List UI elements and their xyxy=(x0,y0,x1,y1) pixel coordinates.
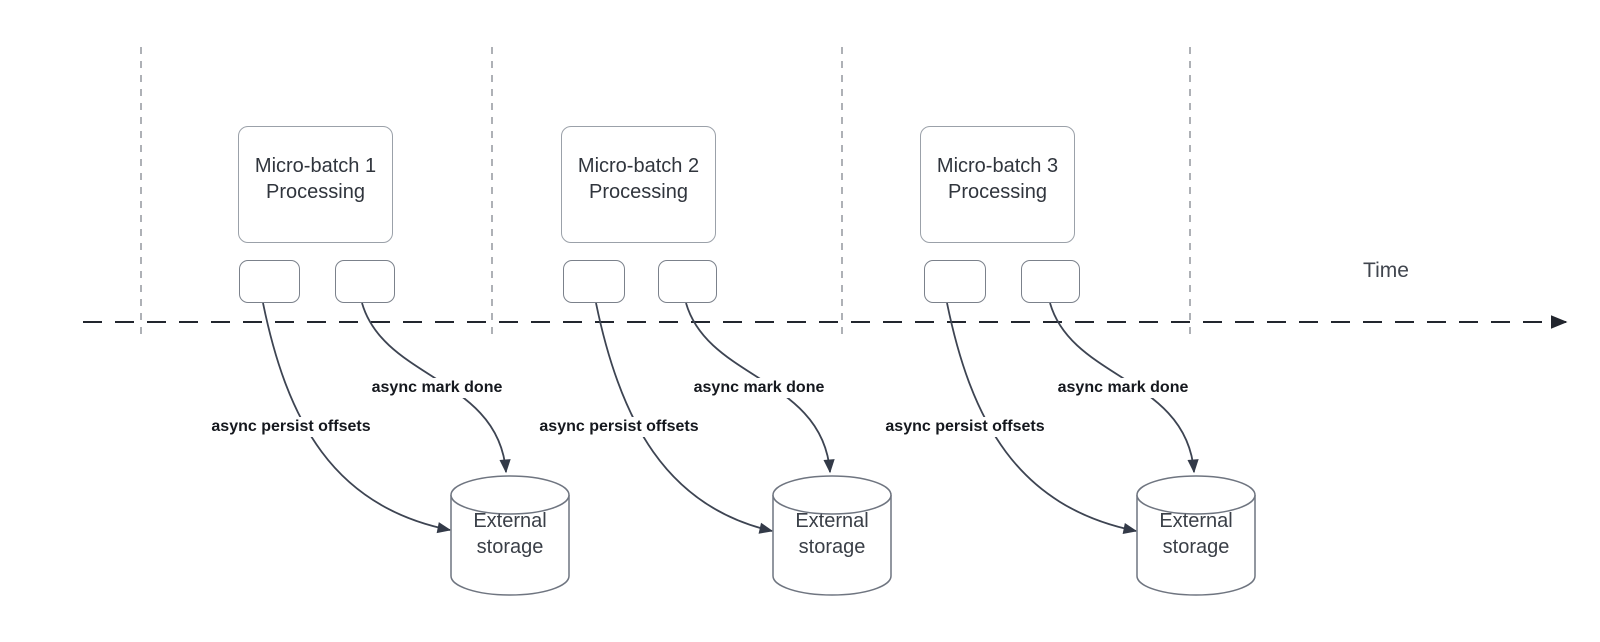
external-storage-label: External storage xyxy=(1159,508,1232,560)
mark-done-label: async mark done xyxy=(367,378,507,398)
persist-offsets-label: async persist offsets xyxy=(207,417,375,437)
micro-batch-subtitle: Processing xyxy=(948,180,1047,203)
micro-batch-title: Micro-batch 3 xyxy=(936,154,1059,177)
external-storage-label: External storage xyxy=(795,508,868,560)
mark-done-label: async mark done xyxy=(689,378,829,398)
persist-offsets-task-box xyxy=(239,260,300,303)
mark-done-task-box xyxy=(335,260,395,303)
mark-done-task-box xyxy=(658,260,717,303)
persist-offsets-arrow xyxy=(262,302,452,534)
external-storage-cylinder xyxy=(450,475,570,596)
external-storage-label-line1: External xyxy=(1159,510,1233,532)
persist-offsets-label: async persist offsets xyxy=(535,417,703,437)
micro-batch-subtitle: Processing xyxy=(589,180,688,203)
external-storage-cylinder xyxy=(772,475,892,596)
persist-offsets-label: async persist offsets xyxy=(881,417,1049,437)
external-storage-label-line2: storage xyxy=(798,536,866,558)
persist-offsets-task-box xyxy=(563,260,625,303)
external-storage-label-line2: storage xyxy=(476,536,544,558)
persist-offsets-arrow xyxy=(595,302,774,534)
external-storage-label-line2: storage xyxy=(1162,536,1230,558)
micro-batch-box: Micro-batch 1 Processing xyxy=(238,126,393,243)
mark-done-label: async mark done xyxy=(1053,378,1193,398)
micro-batch-box: Micro-batch 2 Processing xyxy=(561,126,716,243)
micro-batch-title: Micro-batch 2 xyxy=(577,154,700,177)
micro-batch-subtitle: Processing xyxy=(266,180,365,203)
external-storage-label-line1: External xyxy=(473,510,547,532)
persist-offsets-arrow xyxy=(946,302,1138,535)
micro-batch-box: Micro-batch 3 Processing xyxy=(920,126,1075,243)
external-storage-label: External storage xyxy=(473,508,546,560)
micro-batch-title: Micro-batch 1 xyxy=(254,154,377,177)
persist-offsets-task-box xyxy=(924,260,986,303)
external-storage-label-line1: External xyxy=(795,510,869,532)
mark-done-task-box xyxy=(1021,260,1080,303)
time-axis-label: Time xyxy=(1363,259,1409,282)
external-storage-cylinder xyxy=(1136,475,1256,596)
